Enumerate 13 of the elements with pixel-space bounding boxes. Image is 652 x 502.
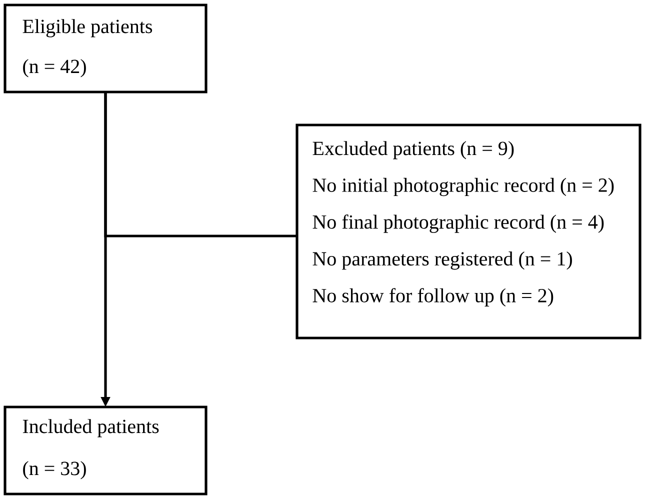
box-title: Included patients bbox=[22, 419, 159, 438]
box-text: (n = 42) bbox=[23, 59, 86, 78]
box-text: No final photographic record (n = 4) bbox=[312, 214, 604, 233]
box-text: No show for follow up (n = 2) bbox=[312, 288, 554, 306]
box-text: (n = 33) bbox=[23, 461, 86, 480]
connector-line bbox=[104, 92, 297, 238]
box-text: No parameters registered (n = 1) bbox=[312, 252, 572, 270]
flowchart-box bbox=[296, 124, 642, 340]
box-title: Excluded patients (n = 9) bbox=[312, 141, 514, 160]
box-text: No initial photographic record (n = 2) bbox=[312, 178, 614, 196]
box-title: Eligible patients bbox=[22, 19, 152, 38]
flowchart-box bbox=[4, 4, 208, 94]
flowchart-box bbox=[4, 406, 208, 496]
